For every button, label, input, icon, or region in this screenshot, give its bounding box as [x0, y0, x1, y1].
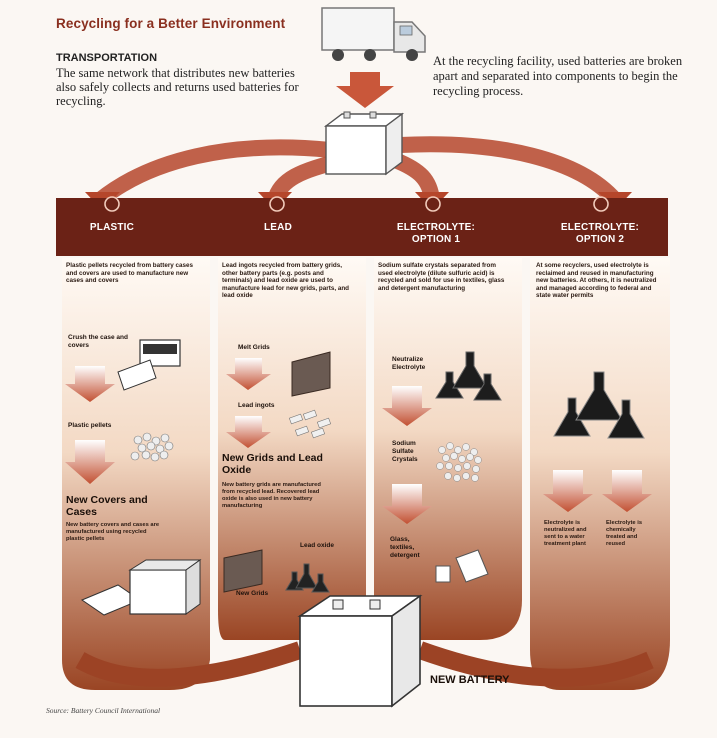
facility-text: At the recycling facility, used batterie… — [433, 54, 683, 98]
lead-step-melt: Melt Grids — [238, 344, 270, 351]
source-credit: Source: Battery Council International — [46, 706, 161, 715]
electrolyte1-step-crystals: Sodium Sulfate Crystals — [392, 440, 418, 463]
crushed-case-illustration — [117, 339, 181, 391]
plastic-step-pellets: Plastic pellets — [68, 422, 112, 429]
page-title: Recycling for a Better Environment — [56, 16, 286, 31]
new-battery-label: NEW BATTERY — [430, 674, 510, 686]
glass-textiles-illustration — [435, 549, 489, 583]
new-case-illustration — [80, 559, 202, 616]
lead-step-ingots: Lead ingots — [238, 402, 275, 409]
lead-oxide-flasks — [285, 563, 330, 593]
electrolyte1-label: ELECTROLYTE: OPTION 1 — [396, 222, 476, 245]
plastic-step-crush: Crush the case and covers — [68, 334, 128, 349]
plastic-result: New Covers and Cases — [66, 494, 148, 518]
neutralize-flasks — [435, 351, 502, 401]
electrolyte2-outcome-treatment: Electrolyte is neutralized and sent to a… — [544, 520, 587, 547]
reclaim-flasks — [553, 371, 645, 439]
lead-result-desc: New battery grids are manufactured from … — [222, 482, 321, 509]
plastic-result-desc: New battery covers and cases are manufac… — [66, 522, 160, 542]
truck-to-battery-arrow — [336, 72, 394, 108]
electrolyte2-label: ELECTROLYTE: OPTION 2 — [560, 222, 640, 245]
lead-ingots — [288, 409, 332, 439]
lead-oxide-label: Lead oxide — [300, 542, 334, 549]
electrolyte1-step-uses: Glass, textiles, detergent — [390, 536, 420, 559]
category-band — [56, 198, 668, 256]
electrolyte1-step-neutralize: Neutralize Electrolyte — [392, 356, 426, 371]
sodium-sulfate-crystals — [436, 442, 482, 482]
plastic-pellets — [130, 432, 174, 462]
electrolyte2-description: At some recyclers, used electrolyte is r… — [536, 262, 657, 300]
grid-plate-illustration — [223, 351, 331, 593]
electrolyte2-panel — [530, 258, 670, 690]
electrolyte1-description: Sodium sulfate crystals separated from u… — [378, 262, 505, 292]
recycle-icons — [104, 196, 609, 212]
lead-new-grids-label: New Grids — [236, 590, 269, 597]
transportation-text: The same network that distributes new ba… — [56, 66, 299, 108]
lead-label: LEAD — [263, 222, 293, 233]
new-battery-illustration — [297, 594, 423, 708]
process-arrows — [65, 358, 652, 524]
plastic-description: Plastic pellets recycled from battery ca… — [66, 262, 194, 285]
used-battery-illustration — [323, 111, 405, 176]
plastic-label: PLASTIC — [89, 222, 135, 233]
electrolyte2-outcome-reuse: Electrolyte is chemically treated and re… — [606, 520, 643, 547]
transportation-heading: TRANSPORTATION — [56, 52, 158, 64]
truck-illustration — [321, 7, 426, 61]
lead-description: Lead ingots recycled from battery grids,… — [222, 262, 350, 300]
lead-result: New Grids and Lead Oxide — [222, 452, 323, 476]
